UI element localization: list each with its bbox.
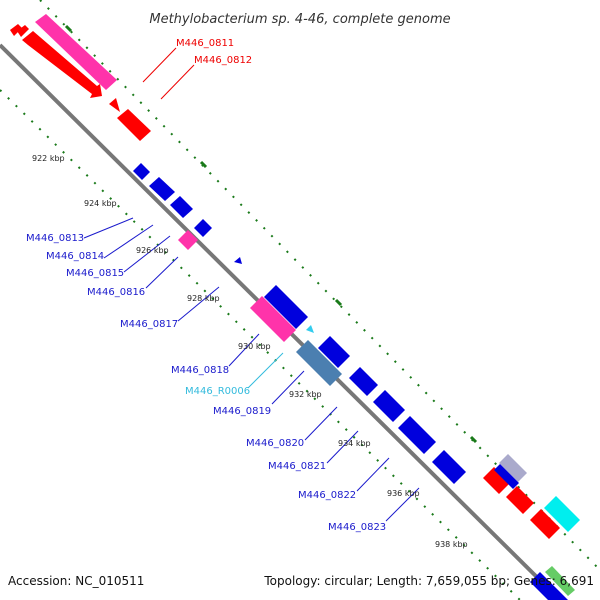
gene-feature[interactable] <box>499 454 527 482</box>
gene-M446-0821[interactable] <box>373 390 405 422</box>
gene-M446-0811[interactable] <box>35 14 117 90</box>
leader-line <box>123 235 171 273</box>
topology-text: Topology: circular; Length: 7,659,055 bp… <box>263 574 594 588</box>
inner-tick-dots <box>0 89 521 600</box>
leader-line <box>103 224 154 259</box>
gene-feature[interactable] <box>264 285 308 329</box>
kbp-label: 936 kbp <box>387 489 420 498</box>
gene-label[interactable]: M446_0823 <box>328 522 386 533</box>
gene-M446-0817[interactable] <box>234 257 242 264</box>
kbp-label: 938 kbp <box>435 540 468 549</box>
gene-feature[interactable] <box>494 464 519 489</box>
leader-line <box>145 256 179 289</box>
gene-M446-0816[interactable] <box>194 219 212 237</box>
gene-feature[interactable] <box>530 509 560 539</box>
gene-M446-0818[interactable] <box>250 296 296 342</box>
leader-line <box>228 333 260 367</box>
leader-line <box>83 217 134 239</box>
gene-label[interactable]: M446_0816 <box>87 287 145 298</box>
kbp-labels: 922 kbp 924 kbp 926 kbp 928 kbp 930 kbp … <box>32 154 468 549</box>
outer-scale-ticks <box>39 0 600 571</box>
kbp-label: 928 kbp <box>187 294 220 303</box>
gene-labels: M446_0811 M446_0812 M446_0813 M446_0814 … <box>26 38 386 533</box>
gene-label[interactable]: M446_0820 <box>246 438 304 449</box>
major-tick <box>199 160 208 169</box>
label-leaders <box>83 47 420 522</box>
gene-feature-cyan[interactable] <box>544 496 580 532</box>
gene-feature[interactable] <box>545 566 575 596</box>
gene-feature[interactable] <box>10 24 22 36</box>
gene-label[interactable]: M446_0818 <box>171 365 229 376</box>
gene-label[interactable]: M446_0821 <box>268 461 326 472</box>
gene-label[interactable]: M446_0812 <box>194 55 252 66</box>
gene-label[interactable]: M446_0814 <box>46 251 104 262</box>
gene-M446-0820[interactable] <box>349 367 378 396</box>
gene-label[interactable]: M446_0817 <box>120 319 178 330</box>
gene-M446-0814[interactable] <box>149 177 175 201</box>
outer-tick-dots <box>39 0 600 571</box>
leader-line <box>142 47 177 83</box>
gene-M446-R0006[interactable] <box>306 325 314 333</box>
gene-M446-0813[interactable] <box>133 163 150 180</box>
gene-M446-0822[interactable] <box>398 416 436 454</box>
leader-line <box>356 457 390 492</box>
kbp-label: 930 kbp <box>238 342 271 351</box>
major-tick <box>469 435 478 444</box>
map-title: Methylobacterium sp. 4-46, complete geno… <box>149 12 450 27</box>
gene-label[interactable]: M446_0822 <box>298 490 356 501</box>
kbp-label: 922 kbp <box>32 154 65 163</box>
leader-line <box>271 370 305 405</box>
gene-label[interactable]: M446_0811 <box>176 38 234 49</box>
kbp-label: 924 kbp <box>84 199 117 208</box>
kbp-label: 926 kbp <box>136 246 169 255</box>
gene-feature-pink[interactable] <box>178 230 198 250</box>
leader-line <box>177 286 220 322</box>
gene-feature[interactable] <box>530 572 568 600</box>
gene-M446-0823[interactable] <box>432 450 466 484</box>
accession-text: Accession: NC_010511 <box>8 574 144 588</box>
leader-line <box>304 406 338 441</box>
kbp-label: 934 kbp <box>338 439 371 448</box>
gene-feature[interactable] <box>483 467 510 494</box>
gene-label[interactable]: M446_0819 <box>213 406 271 417</box>
kbp-label: 932 kbp <box>289 390 322 399</box>
major-tick <box>334 298 343 307</box>
gene-feature[interactable] <box>17 25 29 37</box>
leader-line <box>326 430 359 464</box>
gene-label[interactable]: M446_0813 <box>26 233 84 244</box>
gene-M446-0819[interactable] <box>296 340 342 386</box>
features-plus <box>10 14 580 600</box>
gene-label[interactable]: M446_0815 <box>66 268 124 279</box>
gene-label[interactable]: M446_R0006 <box>185 386 250 397</box>
outer-major-ticks <box>64 24 478 444</box>
gene-feature[interactable] <box>117 109 151 141</box>
gene-feature[interactable] <box>318 336 350 368</box>
gene-M446-0815[interactable] <box>170 196 193 218</box>
leader-line <box>385 487 420 522</box>
gene-feature[interactable] <box>506 486 534 514</box>
major-tick <box>64 24 73 33</box>
leader-line <box>247 352 284 389</box>
gene-M446-0812[interactable] <box>22 31 102 98</box>
leader-line <box>160 64 195 100</box>
gene-feature[interactable] <box>109 98 120 112</box>
